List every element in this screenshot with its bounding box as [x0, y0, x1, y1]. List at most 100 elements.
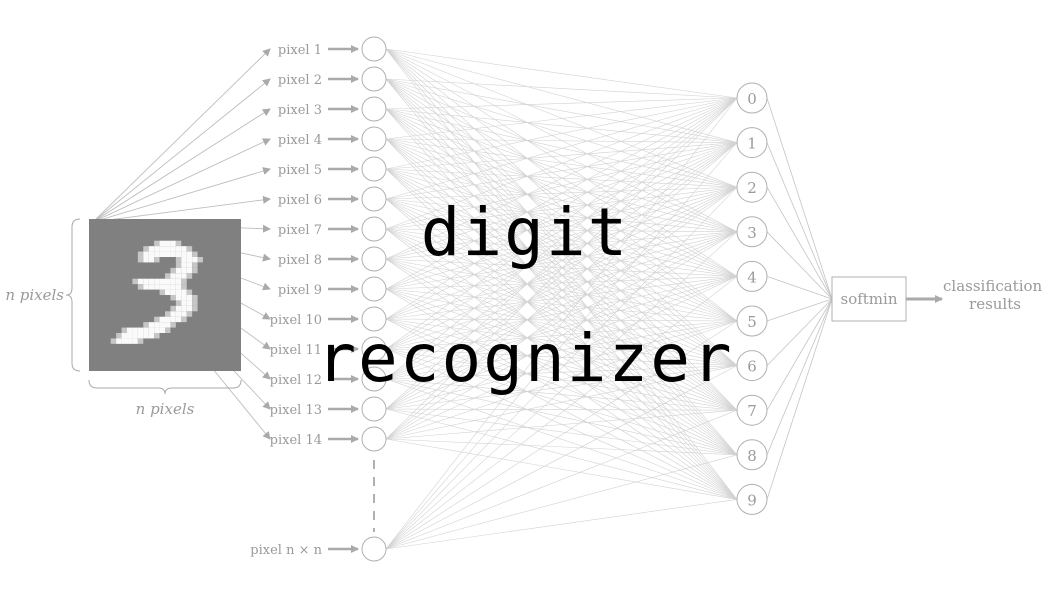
digit-pixel: [181, 257, 187, 263]
connection-line: [385, 138, 738, 233]
connection-line: [385, 378, 738, 500]
input-label: pixel 3: [278, 103, 322, 118]
classification-results-line-2: results: [969, 295, 1021, 313]
digit-pixel: [159, 284, 165, 290]
digit-pixel: [175, 240, 182, 247]
digit-pixel: [170, 273, 176, 279]
connection-line: [385, 186, 738, 380]
input-label: pixel 7: [278, 223, 322, 238]
digit-pixel: [154, 327, 160, 333]
connection-line: [385, 409, 738, 550]
connection-line: [385, 48, 738, 143]
digit-pixel: [170, 240, 176, 247]
connection-line: [385, 348, 738, 456]
digit-pixel: [170, 251, 176, 257]
connection-line: [385, 108, 738, 322]
digit-pixel: [121, 327, 127, 333]
connection-line: [385, 276, 738, 410]
connection-line: [385, 438, 738, 500]
input-label: pixel 8: [278, 253, 322, 268]
connection-line: [385, 276, 738, 350]
digit-pixel: [165, 240, 171, 247]
connection-line: [385, 365, 738, 410]
digit-pixel: [170, 246, 176, 252]
connection-line: [385, 438, 738, 456]
connection-line: [385, 142, 738, 440]
digit-pixel: [143, 257, 149, 263]
digit-pixel: [186, 289, 193, 295]
connection-line: [385, 97, 738, 290]
input-label-last: pixel n × n: [250, 543, 322, 558]
digit-pixel: [192, 300, 198, 306]
digit-pixel: [143, 327, 149, 333]
input-node: [361, 156, 387, 182]
digit-pixel: [154, 278, 160, 285]
connection-line: [385, 499, 738, 550]
input-node: [361, 276, 387, 302]
digit-pixel: [186, 262, 193, 268]
digit-pixel: [175, 300, 182, 306]
connection-line: [385, 97, 738, 350]
connection-line: [385, 231, 738, 320]
connection-line: [385, 198, 738, 411]
digit-pixel: [110, 338, 117, 344]
connection-line: [385, 97, 738, 200]
connection-line: [385, 97, 738, 440]
connection-line: [385, 108, 738, 456]
connection-line: [385, 186, 738, 410]
digit-pixel: [186, 311, 193, 317]
connection-line: [385, 231, 738, 290]
connection-line: [385, 258, 738, 322]
digit-pixel: [143, 246, 149, 252]
connection-line: [385, 318, 738, 500]
digit-pixel: [148, 246, 155, 252]
connection-line: [385, 365, 738, 380]
digit-pixel: [181, 284, 187, 290]
input-node: [361, 186, 387, 212]
connection-line: [385, 138, 738, 366]
connection-line: [385, 288, 738, 322]
connection-line: [385, 97, 738, 550]
digit-pixel: [181, 273, 187, 279]
connection-line: [385, 320, 738, 350]
connection-line: [385, 48, 738, 322]
connection-line: [385, 78, 738, 322]
connection-line: [385, 168, 738, 500]
digit-pixel: [181, 311, 187, 317]
digit-pixel: [159, 251, 165, 257]
connection-line: [385, 186, 738, 290]
input-label: pixel 9: [278, 283, 322, 298]
input-node: [361, 36, 387, 62]
digit-pixel: [186, 273, 193, 279]
output-label: 8: [747, 447, 757, 465]
connection-line: [385, 320, 738, 550]
digit-pixel: [175, 257, 182, 263]
connection-line: [385, 258, 738, 456]
digit-pixel: [165, 251, 171, 257]
digit-pixel: [154, 246, 160, 252]
connection-line: [385, 348, 738, 500]
connection-line: [385, 276, 738, 440]
connection-line: [385, 168, 738, 411]
digit-pixel: [137, 284, 144, 290]
softmin-connection-line: [766, 97, 833, 300]
output-label: 6: [747, 358, 757, 376]
input-node: [361, 246, 387, 272]
connection-line: [385, 78, 738, 233]
digit-pixel: [181, 316, 187, 323]
digit-pixel: [170, 278, 176, 285]
connection-line: [385, 258, 738, 277]
output-node: [736, 483, 768, 515]
input-node: [361, 396, 387, 422]
digit-pixel: [175, 267, 182, 274]
connection-line: [385, 142, 738, 320]
connection-line: [385, 97, 738, 170]
digit-pixel: [137, 338, 144, 344]
connection-line: [385, 198, 738, 366]
connection-line: [385, 108, 738, 411]
digit-pixel: [159, 289, 165, 295]
connection-line: [385, 231, 738, 550]
image-width-label: n pixels: [136, 400, 195, 418]
width-bracket: [88, 379, 242, 395]
connection-line: [385, 198, 738, 456]
